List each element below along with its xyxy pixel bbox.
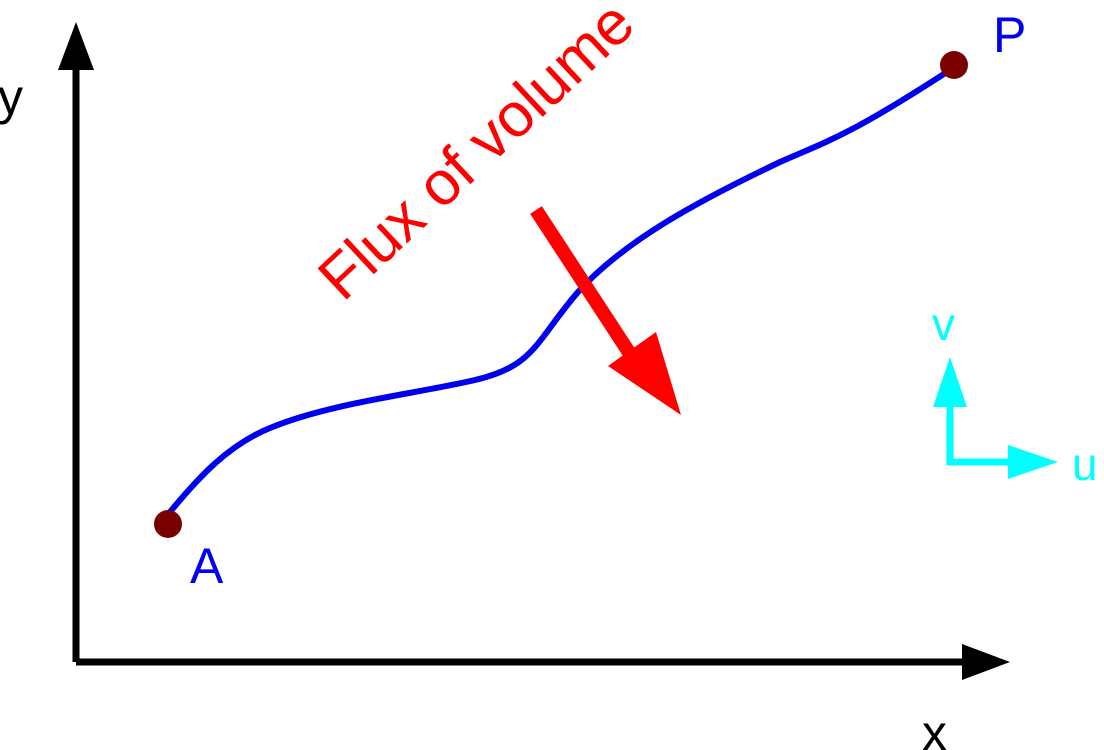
flux-arrow-head — [608, 332, 681, 415]
point-a-label: A — [190, 538, 224, 594]
velocity-components: v u — [932, 298, 1098, 490]
v-component-label: v — [932, 298, 955, 350]
point-a-marker — [154, 510, 182, 538]
y-axis-arrowhead — [58, 22, 94, 70]
path-curve — [167, 67, 953, 515]
flux-arrow-shaft — [530, 206, 640, 364]
u-component-label: u — [1072, 438, 1098, 490]
y-axis-label: y — [0, 69, 23, 125]
x-axis-label: x — [922, 705, 947, 750]
axes: y x — [0, 22, 1010, 750]
flux-label: Flux of volume — [305, 0, 647, 313]
point-p-label: P — [993, 7, 1026, 63]
point-p-marker — [940, 51, 968, 79]
x-axis-arrowhead — [962, 644, 1010, 680]
u-component-arrowhead — [1008, 445, 1058, 479]
v-component-arrowhead — [933, 357, 967, 407]
flux-arrow — [530, 206, 681, 415]
